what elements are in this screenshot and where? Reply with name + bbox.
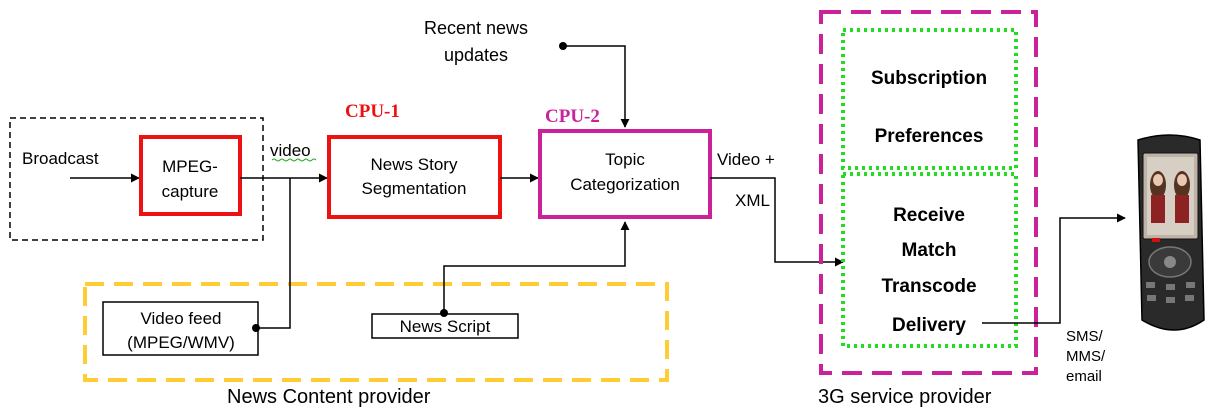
mpeg-capture-line-1: MPEG-: [162, 157, 218, 176]
video-label: video: [270, 141, 311, 160]
topic-to-service-arrow: [710, 177, 844, 267]
topic-line-1: Topic: [605, 150, 645, 169]
topic-categorization-box: [538, 129, 712, 219]
match-label: Match: [902, 240, 957, 261]
mpeg-capture-line-2: capture: [162, 182, 219, 201]
delivery-label: Delivery: [892, 315, 966, 336]
service-provider-label: 3G service provider: [818, 386, 992, 408]
news-script-label: News Script: [400, 317, 491, 336]
video-plus-label: Video +: [717, 150, 775, 169]
receive-label: Receive: [893, 205, 965, 226]
mms-label: MMS/: [1066, 348, 1106, 365]
processing-box: [841, 172, 1018, 348]
cpu1-label: CPU-1: [345, 101, 400, 122]
video-feed-line-1: Video feed: [141, 309, 222, 328]
segmentation-line-2: Segmentation: [362, 179, 467, 198]
video-feed-line-2: (MPEG/WMV): [127, 333, 235, 352]
recent-news-line-1: Recent news: [424, 18, 528, 38]
video-feed-box: [102, 301, 259, 356]
news-content-provider-container: [83, 282, 669, 382]
segmentation-line-1: News Story: [371, 155, 458, 174]
service-provider-container: [819, 10, 1038, 375]
preferences-label: Preferences: [875, 126, 984, 147]
transcode-label: Transcode: [881, 276, 976, 297]
subscription-preferences-box: [841, 28, 1018, 170]
broadcast-label: Broadcast: [22, 149, 99, 168]
mpeg-capture-box: [139, 135, 242, 216]
xml-label: XML: [735, 191, 770, 210]
news-content-provider-label: News Content provider: [227, 386, 431, 408]
video-feed-line: [256, 178, 291, 329]
news-script-arrow: [443, 221, 630, 313]
topic-line-2: Categorization: [570, 175, 680, 194]
mobile-phone-icon: [1137, 134, 1205, 331]
cpu2-label: CPU-2: [545, 106, 600, 127]
delivery-to-phone-arrow: [982, 213, 1126, 324]
recent-news-line-2: updates: [444, 45, 508, 65]
video-label-squiggle: [271, 158, 317, 162]
news-script-box: [371, 313, 519, 339]
recent-news-arrow: [563, 45, 630, 128]
broadcast-container: [9, 117, 264, 241]
subscription-label: Subscription: [871, 68, 987, 89]
sms-label: SMS/: [1066, 328, 1104, 345]
email-label: email: [1066, 368, 1102, 385]
news-story-segmentation-box: [327, 135, 502, 219]
